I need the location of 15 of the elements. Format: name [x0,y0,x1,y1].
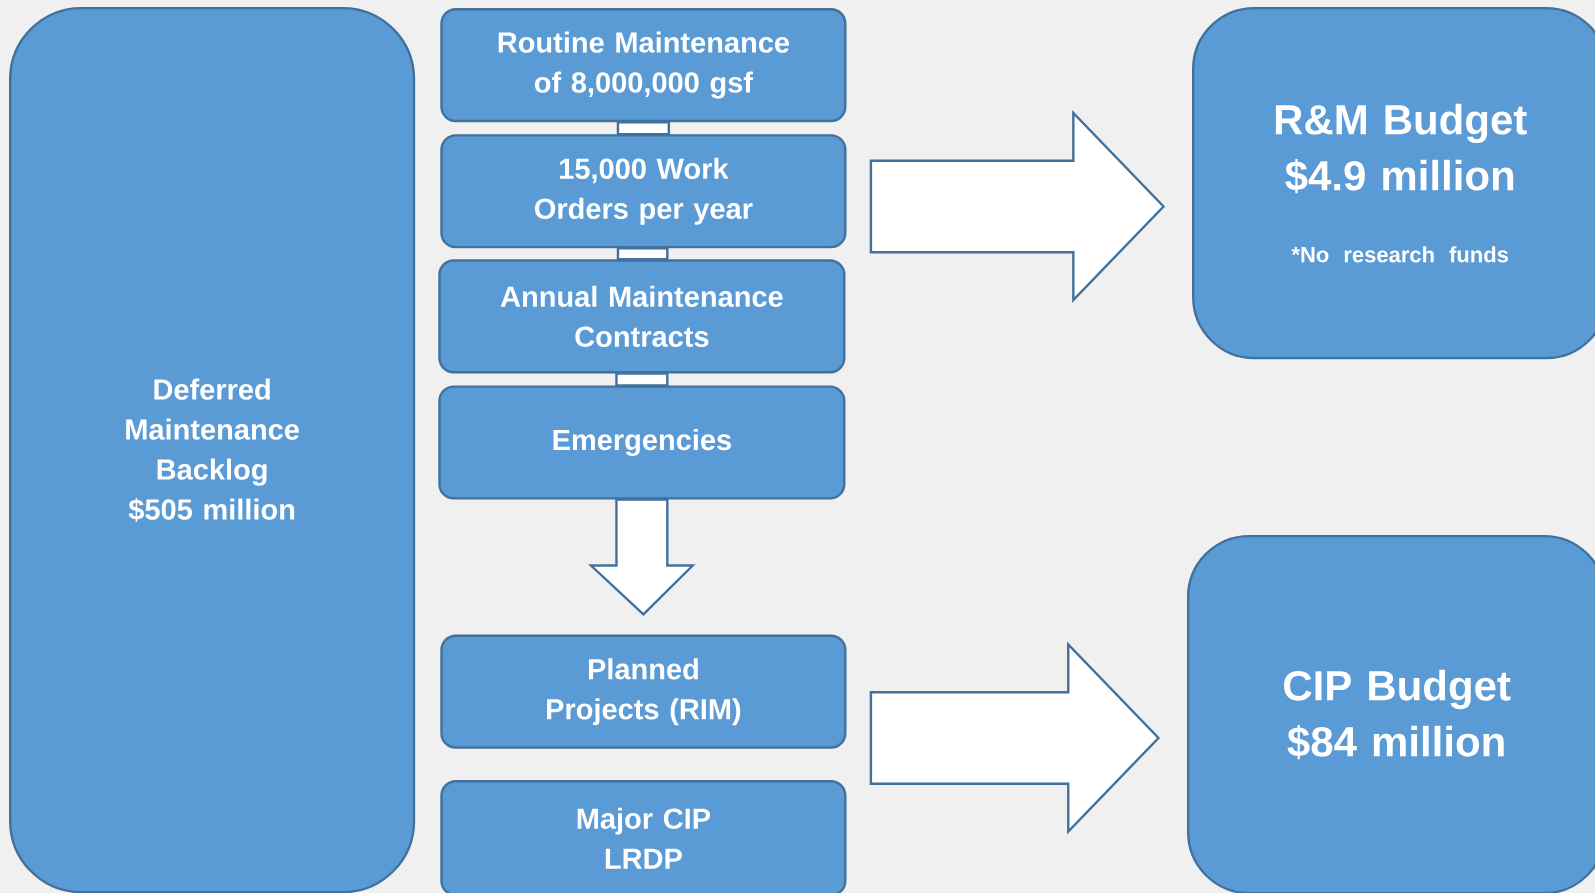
connector-bar [615,372,669,387]
block-arrow [869,641,1161,835]
budget-box: R&M Budget $4.9 million *No research funds [1192,6,1595,360]
block-arrow [587,498,696,616]
process-box: Emergencies [438,385,846,500]
budget-box: CIP Budget $84 million [1186,534,1595,893]
backlog-box: Deferred Maintenance Backlog $505 million [9,6,416,893]
process-box: 15,000 Work Orders per year [440,134,847,249]
connector-bar [616,121,671,136]
connector-bar [616,247,669,261]
process-box: Major CIP LRDP [440,780,847,893]
process-box: Routine Maintenance of 8,000,000 gsf [440,8,847,123]
process-box: Annual Maintenance Contracts [438,259,846,374]
block-arrow [869,109,1166,304]
process-box: Planned Projects (RIM) [440,634,847,749]
